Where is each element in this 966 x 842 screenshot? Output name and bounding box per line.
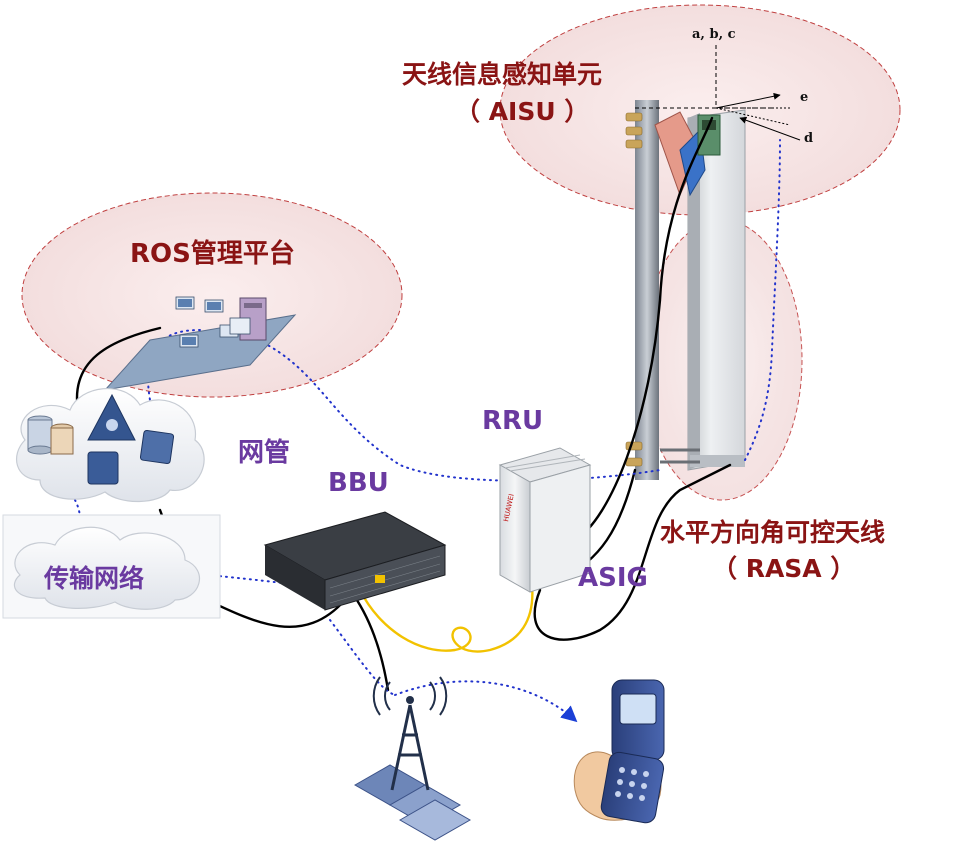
rru-device: HUAWEI	[498, 447, 592, 593]
ros-platform-icon	[103, 296, 297, 391]
aisu-axes	[635, 45, 801, 141]
core-cloud-icon	[16, 387, 205, 503]
aisu-title: 天线信息感知单元	[402, 60, 603, 89]
axis-label-abc: a, b, c	[692, 27, 736, 42]
asig-label: ASIG	[578, 563, 648, 593]
ros-region	[21, 192, 403, 398]
switch-icon	[87, 451, 119, 485]
axis-label-d: d	[804, 131, 814, 146]
tower-icon	[353, 676, 472, 841]
rasa-title: 水平方向角可控天线	[660, 518, 886, 547]
axis-label-e: e	[800, 90, 809, 105]
transport-label: 传输网络	[44, 564, 145, 593]
aisu-abbr: （ AISU ）	[455, 97, 590, 126]
transport-cloud-icon	[2, 514, 221, 619]
gear-icon	[87, 393, 136, 441]
database-icon	[27, 415, 74, 455]
bbu-label: BBU	[328, 468, 389, 498]
rasa-antenna-panel	[660, 109, 746, 471]
aisu-region	[499, 4, 901, 216]
bbu-device	[263, 511, 447, 611]
fiber-link	[358, 584, 534, 653]
ros-title: ROS管理平台	[130, 239, 295, 269]
router-icon	[139, 429, 175, 465]
net-mgmt-label: 网管	[238, 438, 291, 468]
rasa-abbr: （ RASA ）	[712, 554, 856, 583]
mobile-phone-icon	[573, 679, 665, 824]
rru-label: RRU	[482, 406, 544, 436]
